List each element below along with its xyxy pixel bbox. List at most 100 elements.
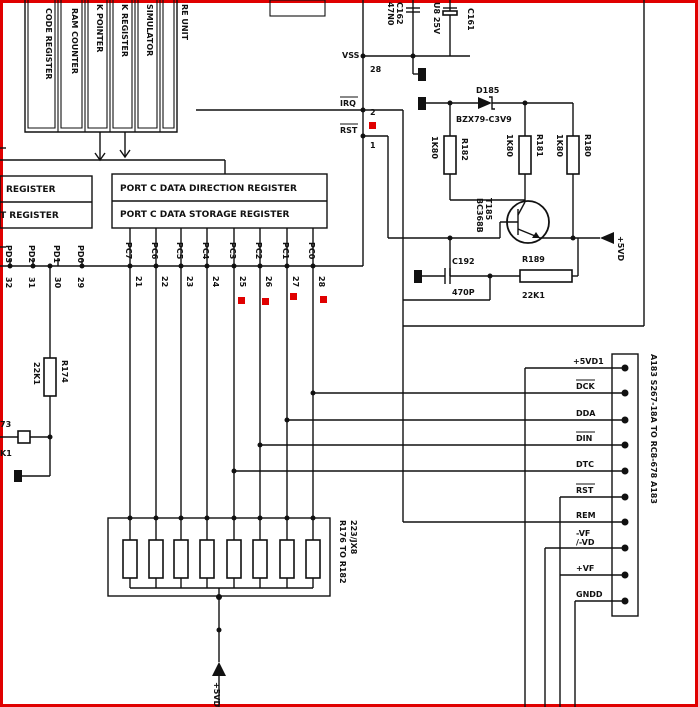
connector-pin-9: +VF [576,564,594,573]
reg-label-2: RAM COUNTER [70,8,79,74]
reg-label-1: CODE REGISTER [44,8,53,80]
reg-label-6: RE UNIT [180,4,189,41]
pd2-name: PD2 [27,245,36,263]
t185-ref: T185 [484,198,493,221]
r181-value: 1K80 [505,134,514,157]
top-supply-label: +5VD [616,236,625,261]
pd1-number: 30 [53,277,62,289]
red-marker [238,297,245,304]
pc3-name: PC3 [228,242,237,259]
pd3-number: 32 [4,277,13,288]
red-marker [290,293,297,300]
c192-ref: C192 [452,257,475,266]
pc4-name: PC4 [201,242,210,260]
r182-ref: R182 [460,138,469,161]
r173-value: K1 [0,449,12,458]
c162-ref: C162 [395,2,404,25]
vss-label: VSS [342,51,360,60]
pc7-name: PC7 [124,242,133,259]
rnet-value: 223/JX8 [349,520,358,555]
connector-pin-10: GNDD [576,590,603,599]
r182-value: 1K80 [430,136,439,159]
port-c-direction-register: PORT C DATA DIRECTION REGISTER [120,184,297,194]
pc1-name: PC1 [281,242,290,260]
d185-ref: D185 [476,86,500,95]
reg-label-5: SIMULATOR [145,4,154,56]
r180-ref: R180 [583,134,592,157]
r174-network [0,266,57,482]
connector-pin-5: DTC [576,460,594,469]
bottom-supply-label: +5VD [212,682,221,707]
irq-label: IRQ [340,99,356,108]
port-c-storage-register: PORT C DATA STORAGE REGISTER [120,210,289,220]
c192-r189 [403,238,579,301]
pd3-name: PD3 [4,245,13,263]
port-c-pins [127,228,316,269]
pc0-name: PC0 [307,242,316,260]
r174-ref: R174 [60,360,69,383]
supply-arrow-icon [600,232,614,244]
pc6-number: 22 [160,276,169,287]
r174-value: 22K1 [32,362,41,385]
red-marker [320,296,327,303]
connector-pin-7: REM [576,511,596,520]
connector-pin-2: DCK [576,382,596,391]
pc4-number: 24 [211,276,220,288]
pc1-number: 27 [291,276,300,287]
red-marker [262,298,269,305]
pc5-number: 23 [185,276,194,287]
left-register-top: REGISTER [6,185,56,195]
reg-label-4: K REGISTER [120,4,129,57]
red-marker [369,122,376,129]
pd0-name: PD0 [76,245,85,264]
pc7-number: 21 [134,276,143,288]
r189-value: 22K1 [522,291,545,300]
pd1-name: PD1 [52,245,61,264]
t185-value: BC368B [475,198,484,233]
connector-pin-3: DDA [576,409,596,418]
r189-ref: R189 [522,255,545,264]
connector-pin-6: RST [576,486,594,495]
connector-pin-8: -VF/-VD [576,529,595,547]
connector-a183 [234,353,639,707]
irq-route [360,107,404,522]
connector-title: A183 S267-18A TO RC8-678 A183 [649,354,658,504]
d185-zener [418,96,574,136]
resistor-network [107,515,331,707]
pd0-number: 29 [76,277,85,289]
pc2-number: 26 [264,276,273,288]
supply-arrow-icon [212,662,226,676]
pc6-name: PC6 [150,242,159,260]
left-register-bottom: T REGISTER [0,211,59,221]
pd2-number: 31 [27,277,36,289]
port-c-traces [129,266,316,518]
rnet-ref: R176 TO R182 [338,520,347,584]
reg-label-3: K POINTER [95,4,104,52]
vss-decoupling [360,0,470,81]
pc0-number: 28 [317,276,326,288]
connector-pin-1: +5VD1 [573,357,604,366]
c192-value: 470P [452,288,475,297]
t185-transistor [388,200,614,244]
pc5-name: PC5 [175,242,184,260]
connector-pin-4: DIN [576,434,592,443]
rst-pin-number: 1 [370,141,376,150]
mcu-internal-blocks [0,0,326,174]
irq-pin-number: 2 [370,108,376,117]
r173-ref: 73 [0,420,11,429]
c161-value: U8 25V [432,2,441,35]
c162-value: 47N0 [386,2,395,26]
r180-value: 1K80 [555,134,564,157]
port-d-pins [7,258,85,269]
d185-value: BZX79-C3V9 [456,115,512,124]
r181-ref: R181 [535,134,544,157]
pc2-name: PC2 [254,242,263,259]
rst-label: RST [340,126,358,135]
c161-ref: C161 [466,8,475,31]
vss-pin-number: 28 [370,65,382,74]
port-register-blocks [0,173,328,229]
pc3-number: 25 [238,276,247,288]
